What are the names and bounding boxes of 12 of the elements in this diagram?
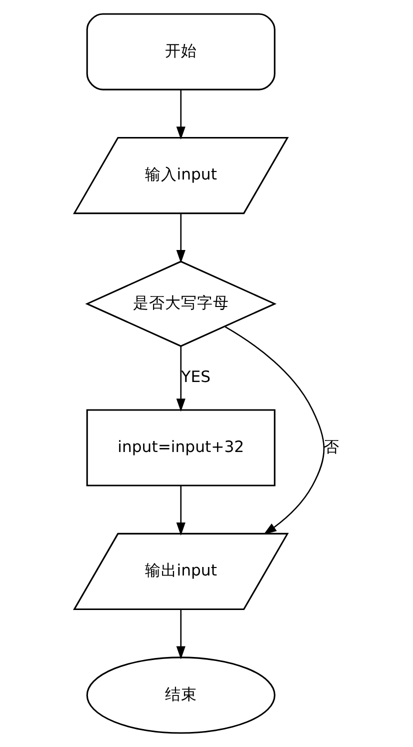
node-box: 开始: [86, 13, 275, 90]
arrow: [176, 609, 185, 660]
arrow: [176, 90, 185, 140]
node-box: input=input+32: [86, 409, 275, 486]
edge-label: YES: [180, 367, 210, 386]
arrow: [176, 486, 185, 536]
node-diamond: 是否大写字母: [84, 260, 276, 347]
arrow: [176, 346, 185, 412]
edge-label: 否: [322, 436, 339, 456]
node-ellipse: 结束: [86, 656, 275, 734]
arrow: [224, 326, 324, 535]
arrow: [176, 214, 185, 264]
